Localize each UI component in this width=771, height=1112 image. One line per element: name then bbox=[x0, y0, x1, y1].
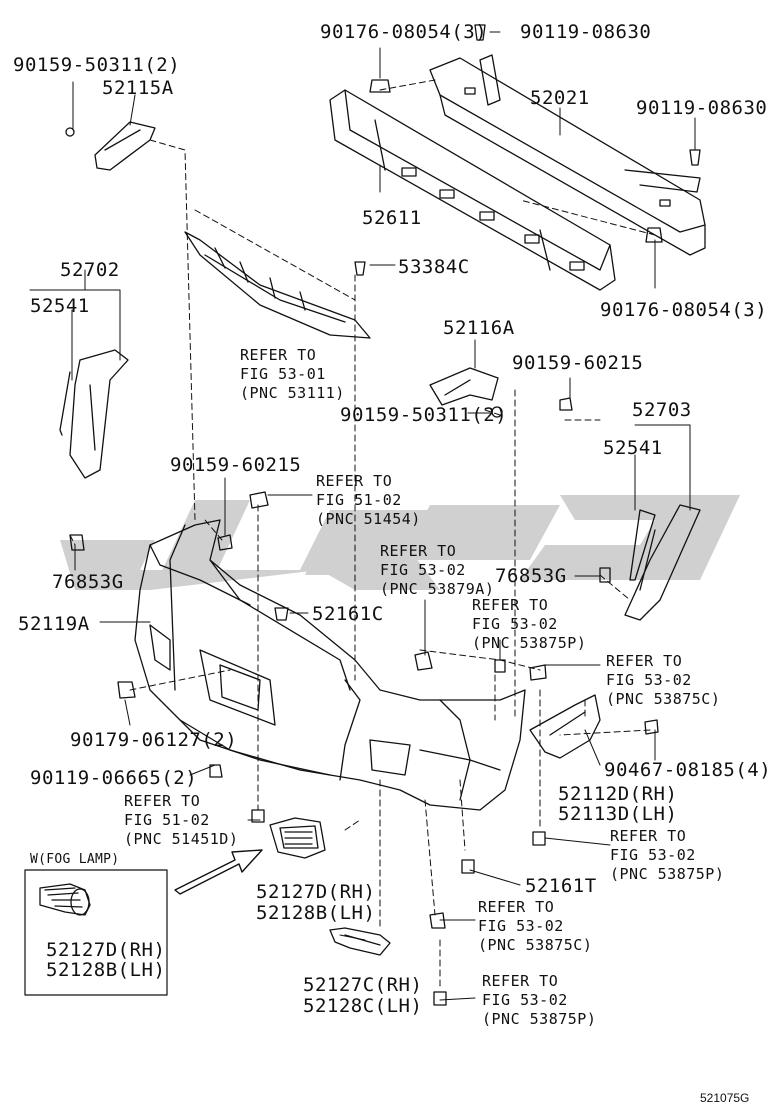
part-label: 52161T bbox=[525, 875, 597, 897]
refer-line: REFER TO bbox=[240, 346, 317, 364]
refer-line: REFER TO bbox=[380, 542, 457, 560]
refer-line: REFER TO bbox=[478, 898, 555, 916]
part-label: 52128B(LH) bbox=[46, 959, 166, 981]
side-support-left bbox=[59, 349, 129, 479]
part-label: 52703 bbox=[632, 399, 692, 421]
part-label: 90467-08185(4) bbox=[604, 759, 771, 781]
part-label: 52127D(RH) bbox=[256, 881, 376, 903]
part-label: 90159-50311(2) bbox=[13, 54, 181, 76]
direction-arrow-icon bbox=[174, 849, 263, 895]
bumper-cover-52119a bbox=[134, 519, 526, 811]
part-label: 52541 bbox=[30, 295, 90, 317]
garnish-52127c bbox=[329, 927, 391, 956]
refer-note: REFER TO FIG 53-02 (PNC 53875C) bbox=[478, 898, 592, 955]
refer-line: REFER TO bbox=[482, 972, 559, 990]
refer-line: FIG 53-02 bbox=[610, 846, 696, 864]
refer-line: FIG 53-01 bbox=[240, 365, 326, 383]
refer-note: REFER TO FIG 53-02 (PNC 53879A) bbox=[380, 542, 494, 599]
part-label: 90119-08630 bbox=[520, 21, 652, 43]
part-label: 52541 bbox=[603, 437, 663, 459]
part-label: 53384C bbox=[398, 256, 470, 278]
refer-line: (PNC 53875C) bbox=[478, 936, 593, 954]
part-label: 52127C(RH) bbox=[303, 974, 423, 996]
refer-line: (PNC 53875P) bbox=[482, 1010, 597, 1028]
refer-line: REFER TO bbox=[124, 792, 201, 810]
part-label: 90176-08054(3) bbox=[320, 21, 488, 43]
variant-caption: W(FOG LAMP) bbox=[30, 852, 120, 867]
part-label: 52128C(LH) bbox=[303, 995, 423, 1017]
part-label: 90119-06665(2) bbox=[30, 767, 198, 789]
refer-line: (PNC 53875P) bbox=[472, 634, 587, 652]
refer-line: FIG 53-02 bbox=[472, 615, 558, 633]
part-label: 90159-60215 bbox=[512, 352, 644, 374]
part-label: 90176-08054(3) bbox=[600, 299, 768, 321]
refer-line: FIG 53-02 bbox=[606, 671, 692, 689]
watermark-logo bbox=[60, 495, 740, 590]
diagram-code: 521075G bbox=[700, 1091, 750, 1105]
part-label: 52611 bbox=[362, 207, 422, 229]
refer-line: FIG 53-02 bbox=[482, 991, 568, 1009]
part-label: 52702 bbox=[60, 259, 120, 281]
refer-line: (PNC 51451D) bbox=[124, 830, 239, 848]
part-label: 90179-06127(2) bbox=[70, 729, 238, 751]
reinforcement-52021 bbox=[429, 54, 706, 256]
part-label: 52113D(LH) bbox=[558, 803, 678, 825]
refer-line: REFER TO bbox=[316, 472, 393, 490]
grille bbox=[184, 231, 371, 339]
leader-lines bbox=[29, 31, 696, 1001]
part-label: 52116A bbox=[443, 317, 515, 339]
fasteners bbox=[69, 24, 701, 1006]
bracket-52115a bbox=[65, 121, 156, 171]
part-label: 76853G bbox=[495, 565, 567, 587]
refer-line: REFER TO bbox=[606, 652, 683, 670]
refer-note: REFER TO FIG 53-01 (PNC 53111) bbox=[240, 346, 345, 403]
part-label: 52115A bbox=[102, 77, 174, 99]
refer-note: REFER TO FIG 53-02 (PNC 53875P) bbox=[610, 827, 724, 884]
refer-line: (PNC 53111) bbox=[240, 384, 345, 402]
part-label: 76853G bbox=[52, 571, 124, 593]
refer-note: REFER TO FIG 51-02 (PNC 51451D) bbox=[124, 792, 238, 849]
fog-lamp-variant-box bbox=[24, 869, 168, 996]
refer-line: FIG 53-02 bbox=[380, 561, 466, 579]
absorber-52611 bbox=[329, 89, 616, 291]
part-label: 52112D(RH) bbox=[558, 783, 678, 805]
refer-line: REFER TO bbox=[472, 596, 549, 614]
side-bracket-52112d bbox=[529, 694, 601, 759]
part-label: 90159-60215 bbox=[170, 454, 302, 476]
refer-note: REFER TO FIG 53-02 (PNC 53875C) bbox=[606, 652, 720, 709]
dashed-leader-lines bbox=[69, 79, 656, 991]
refer-line: (PNC 53879A) bbox=[380, 580, 495, 598]
refer-line: FIG 53-02 bbox=[478, 917, 564, 935]
part-label: 90119-08630 bbox=[636, 97, 768, 119]
part-label: 90159-50311(2) bbox=[340, 404, 508, 426]
part-label: 52119A bbox=[18, 613, 90, 635]
part-label: 52128B(LH) bbox=[256, 902, 376, 924]
refer-line: (PNC 53875C) bbox=[606, 690, 721, 708]
refer-note: REFER TO FIG 51-02 (PNC 51454) bbox=[316, 472, 421, 529]
fog-cover bbox=[269, 817, 326, 859]
retainer-52116a bbox=[429, 367, 503, 418]
refer-note: REFER TO FIG 53-02 (PNC 53875P) bbox=[472, 596, 586, 653]
side-support-right bbox=[624, 504, 701, 621]
refer-line: (PNC 51454) bbox=[316, 510, 421, 528]
refer-note: REFER TO FIG 53-02 (PNC 53875P) bbox=[482, 972, 596, 1029]
refer-line: FIG 51-02 bbox=[316, 491, 402, 509]
part-label: 52161C bbox=[312, 603, 384, 625]
part-label: 52021 bbox=[530, 87, 590, 109]
refer-line: (PNC 53875P) bbox=[610, 865, 725, 883]
refer-line: REFER TO bbox=[610, 827, 687, 845]
part-label: 52127D(RH) bbox=[46, 939, 166, 961]
refer-line: FIG 51-02 bbox=[124, 811, 210, 829]
